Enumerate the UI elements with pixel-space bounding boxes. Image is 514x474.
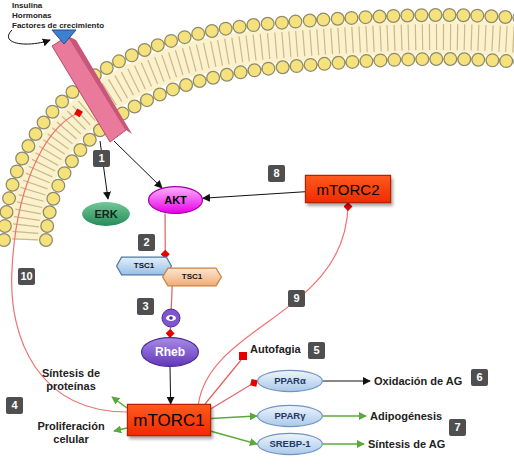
gtpase-ellipse-fill: [142, 338, 199, 367]
kinase-ellipse: ERK: [81, 201, 131, 227]
eye-pupil: [169, 316, 173, 320]
lipid-heads: [4, 15, 514, 240]
output-arrow: [323, 381, 370, 382]
output-arrow: [323, 443, 364, 445]
factor-ellipse-fill: [258, 405, 323, 426]
callout-number: 5: [308, 342, 325, 359]
kinase-ellipse-fill: [149, 187, 203, 214]
lipid-heads-outline: [46, 59, 514, 240]
receptor-front: [52, 36, 126, 142]
node-label: mTORC2: [316, 182, 379, 197]
pathway-connector: [211, 416, 257, 418]
protein-hexagon: TSC1: [162, 268, 222, 286]
node-label: Rheb: [155, 346, 185, 358]
inhibition-line: [205, 360, 241, 404]
pathway-connector: [170, 367, 172, 404]
output-arrow: [114, 428, 127, 431]
complex-box: mTORC1: [127, 404, 211, 436]
callout-number: 6: [471, 369, 488, 386]
node-label: AKT: [164, 195, 187, 206]
pathway-connector: [211, 381, 257, 409]
annotation-text: Hormonas: [12, 11, 52, 20]
node-label: TSC1: [182, 273, 202, 281]
node-label: PPARγ: [275, 411, 306, 421]
node-label: TSC1: [134, 262, 154, 270]
annotation-text: Proliferación celular: [30, 420, 112, 445]
complex-box-fill: [127, 404, 210, 435]
gtpase-ellipse: Rheb: [141, 337, 199, 367]
complex-box-fill: [305, 175, 390, 202]
output-arrow: [323, 415, 366, 417]
annotation-text: Oxidación de AG: [374, 375, 462, 388]
lipid-tails: [25, 37, 514, 240]
pathway-connector: [164, 213, 165, 257]
annotation-text: Síntesis de proteínas: [30, 367, 112, 392]
output-arrow: [112, 397, 127, 408]
feedback-line: [12, 112, 127, 412]
complex-box: mTORC2: [305, 175, 391, 203]
inhibition-mark: [239, 352, 247, 360]
callout-number: 1: [93, 150, 110, 167]
node-label: ERK: [94, 209, 117, 220]
pathway-connector: [198, 203, 348, 404]
callout-number: 2: [138, 234, 155, 251]
annotation-text: Síntesis de AG: [368, 438, 445, 451]
eye-symbol: [166, 315, 176, 321]
ligand-symbol: [52, 30, 76, 44]
callout-number: 10: [18, 268, 35, 285]
pathway-connector: [203, 192, 305, 199]
protein-hexagon: TSC1: [116, 257, 172, 275]
lipid-heads: [46, 59, 514, 240]
annotation-text: Adipogénesis: [370, 410, 442, 423]
annotation-text: Autofagia: [250, 343, 301, 356]
pathway-connector: [211, 431, 257, 444]
kinase-ellipse: AKT: [148, 186, 203, 214]
protein-hexagon-fill: [163, 268, 222, 286]
callout-number: 9: [288, 290, 305, 307]
annotation-text: Insulina: [12, 1, 42, 10]
pathway-connector: [170, 286, 172, 337]
ligand-arrow: [8, 30, 50, 44]
callout-number: 7: [449, 419, 466, 436]
factor-ellipse: PPARγ: [257, 405, 323, 427]
callout-number: 4: [6, 397, 23, 414]
node-label: mTORC1: [133, 412, 204, 429]
kinase-ellipse-fill: [82, 202, 131, 227]
membrane-band: [25, 37, 514, 240]
node-label: SREBP-1: [269, 439, 310, 449]
annotation-text: Factores de crecimiento: [12, 21, 104, 30]
callout-number: 8: [268, 165, 285, 182]
regulator-symbol: [162, 309, 180, 327]
callout-number: 3: [137, 298, 154, 315]
signal-arrow: [114, 141, 162, 188]
factor-ellipse: SREBP-1: [257, 433, 323, 455]
protein-hexagon-fill: [117, 257, 172, 275]
factor-ellipse-fill: [258, 370, 323, 391]
lipid-heads-outline: [4, 15, 514, 240]
receptor-side: [68, 36, 132, 134]
node-label: PPARα: [274, 376, 306, 386]
factor-ellipse-fill: [258, 433, 323, 454]
factor-ellipse: PPARα: [257, 370, 323, 392]
